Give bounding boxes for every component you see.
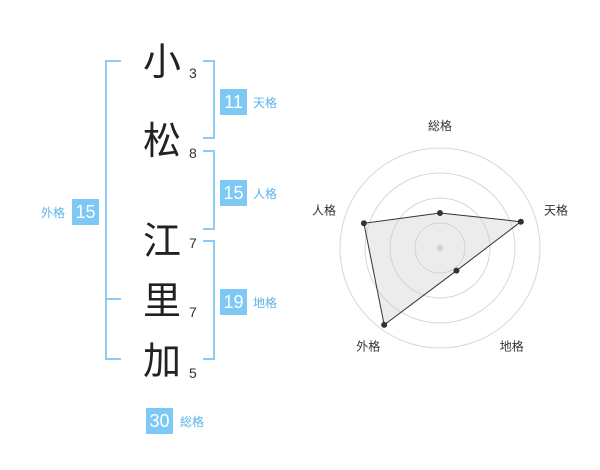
soukaku-label: 総格 [180,415,205,429]
radar-area [363,212,523,326]
name-char-3: 江 [143,219,182,263]
jinkaku-label: 人格 [253,187,278,201]
radar-point-4 [381,321,388,328]
gaikaku-bracket-mid [105,298,121,300]
radar-ring-4 [339,147,541,349]
tenkaku-label: 天格 [253,96,278,110]
radar-point-2 [517,218,524,225]
tenkaku-bracket-top [203,60,215,62]
gaikaku-label: 外格 [41,206,66,220]
radar-point-5 [360,220,367,227]
stroke-count-4: 7 [189,304,197,320]
chikaku-bracket-bottom [203,358,215,360]
radar-point-1 [437,210,443,216]
radar-axis-label-4: 外格 [356,339,380,354]
name-char-1: 小 [143,40,182,84]
name-char-2: 松 [143,119,182,163]
tenkaku-badge: 11 [220,89,247,115]
gaikaku-bracket-bottom [105,358,121,360]
gaikaku-bracket-top [105,60,121,62]
gaikaku-badge: 15 [72,199,99,225]
chikaku-bracket-top [203,240,215,242]
name-char-4: 里 [143,279,182,323]
gaikaku-bracket [105,60,107,359]
radar-axis-label-3: 地格 [500,339,524,354]
jinkaku-badge: 15 [220,180,247,206]
radar-point-3 [453,267,460,274]
stroke-count-3: 7 [189,235,197,251]
radar-ring-1 [414,222,466,274]
chikaku-label: 地格 [253,296,278,310]
jinkaku-bracket [199,150,215,229]
chikaku-bracket [199,240,215,359]
tenkaku-bracket [199,60,215,138]
radar-ring-3 [364,172,516,324]
chikaku-badge: 19 [220,289,247,315]
stroke-count-1: 3 [189,65,197,81]
soukaku-badge: 30 [146,408,173,434]
tenkaku-bracket-bottom [203,137,215,139]
stroke-count-2: 8 [189,145,197,161]
radar-ring-2 [389,197,491,299]
radar-axis-label-1: 総格 [428,118,452,133]
jinkaku-bracket-bottom [203,228,215,230]
radar-axis-label-2: 天格 [544,202,568,217]
name-char-5: 加 [143,339,182,383]
jinkaku-bracket-top [203,150,215,152]
radar-axis-label-5: 人格 [312,202,336,217]
radar-center-point [437,245,443,251]
stroke-count-5: 5 [189,365,197,381]
